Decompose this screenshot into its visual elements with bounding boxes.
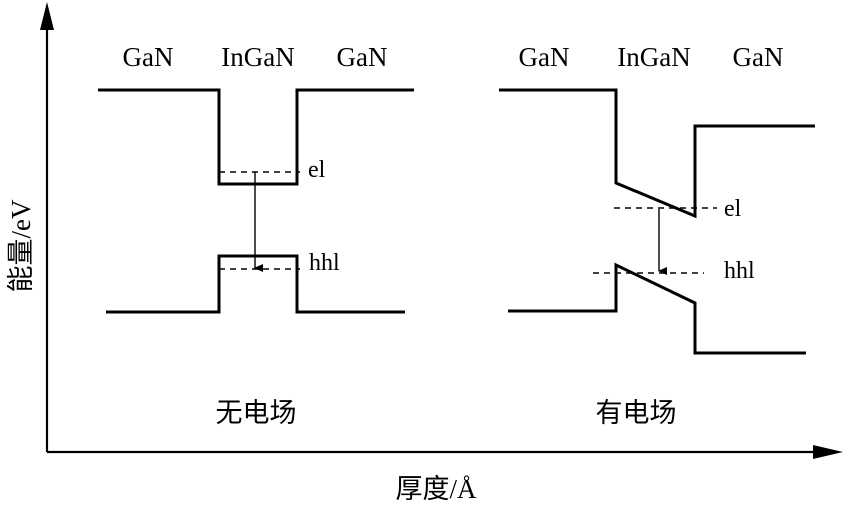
valence-band <box>508 262 806 355</box>
panel-with-field: GaN InGaN GaN el hhl 有电场 <box>499 42 815 428</box>
y-axis-label: 能量/eV <box>6 199 36 292</box>
layer-label-middle: InGaN <box>221 42 294 72</box>
conduction-band <box>98 88 414 186</box>
panel-caption: 有电场 <box>596 398 677 428</box>
electron-level-label: el <box>724 196 742 222</box>
panel-caption: 无电场 <box>216 398 297 428</box>
panel-no-field: GaN InGaN GaN el hhl 无电场 <box>98 42 414 428</box>
hole-level-label: hhl <box>724 258 755 284</box>
layer-label-left: GaN <box>519 42 570 72</box>
electron-level-label: el <box>308 157 326 183</box>
valence-band <box>106 254 405 314</box>
x-axis-label: 厚度/Å <box>396 474 478 504</box>
x-axis-arrowhead <box>813 445 843 459</box>
axes: 能量/eV 厚度/Å <box>6 2 843 504</box>
conduction-band <box>499 88 815 219</box>
y-axis-arrowhead <box>40 2 54 30</box>
layer-label-right: GaN <box>733 42 784 72</box>
layer-label-right: GaN <box>337 42 388 72</box>
layer-label-left: GaN <box>123 42 174 72</box>
hole-level-label: hhl <box>309 250 340 276</box>
layer-label-middle: InGaN <box>617 42 690 72</box>
